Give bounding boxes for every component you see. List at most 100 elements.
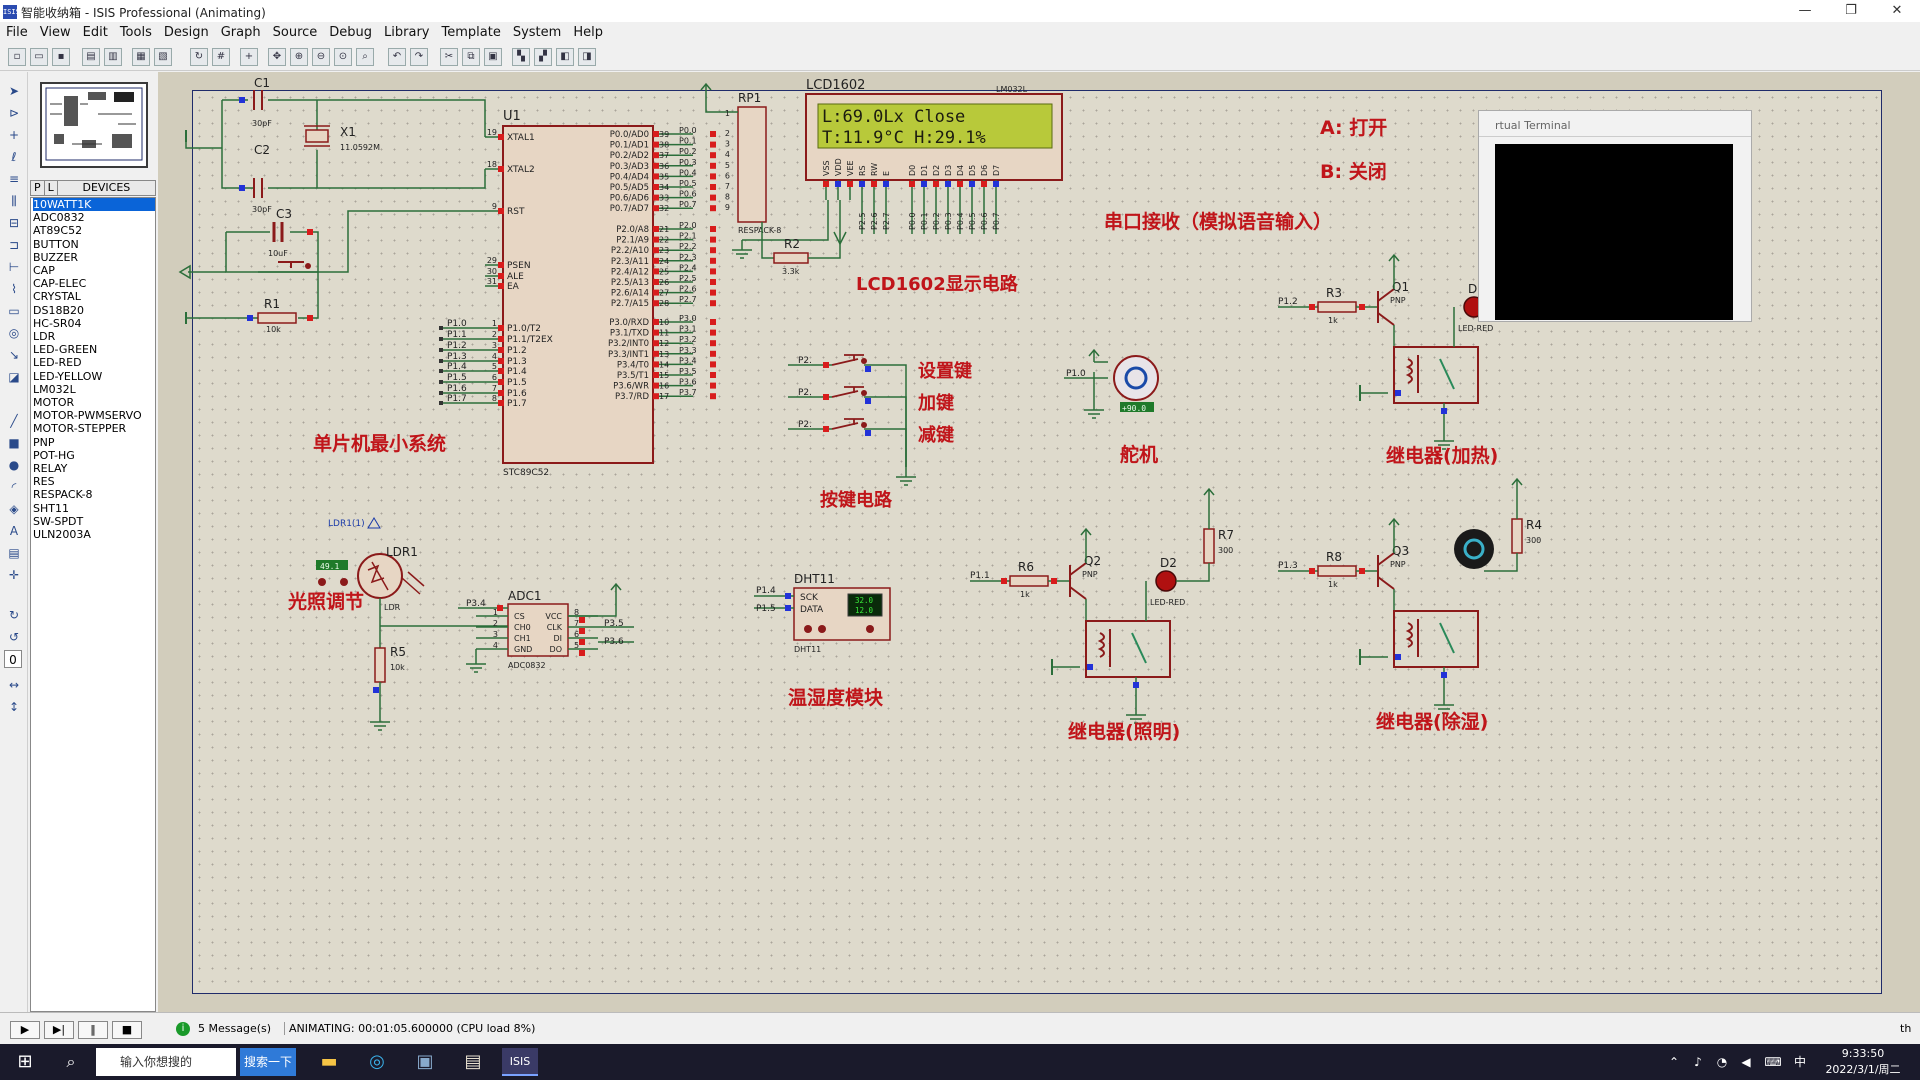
block-rotate-icon[interactable]: ◧ <box>556 48 574 66</box>
device-list-item[interactable]: ULN2003A <box>33 528 91 542</box>
print-icon[interactable]: ▦ <box>132 48 150 66</box>
menu-source[interactable]: Source <box>272 24 318 40</box>
subcircuit-icon[interactable]: ⊟ <box>8 216 20 230</box>
device-list-item[interactable]: HC-SR04 <box>33 316 82 330</box>
file-explorer-icon[interactable]: ▬ <box>320 1051 338 1072</box>
refresh-icon[interactable]: ↻ <box>190 48 208 66</box>
device-list-item[interactable]: SHT11 <box>33 501 69 515</box>
cut-icon[interactable]: ✂ <box>440 48 458 66</box>
instrument-icon[interactable]: ◪ <box>8 370 20 384</box>
browser-search-button[interactable]: 搜索一下 <box>240 1048 296 1076</box>
redo-icon[interactable]: ↷ <box>410 48 428 66</box>
device-list-item[interactable]: LED-YELLOW <box>33 369 103 383</box>
rotate-ccw-icon[interactable]: ↺ <box>8 630 20 644</box>
device-list-item[interactable]: CAP-ELEC <box>33 277 87 291</box>
circle-icon[interactable]: ● <box>8 458 20 472</box>
rotate-cw-icon[interactable]: ↻ <box>8 608 20 622</box>
schematic-drawing[interactable]: U1STC89C52XTAL119XTAL218RST9PSEN29ALE30E… <box>158 72 1920 1012</box>
restore-button[interactable]: ❐ <box>1845 3 1857 18</box>
play-button[interactable]: ▶ <box>10 1021 40 1039</box>
minimize-button[interactable]: — <box>1798 3 1812 18</box>
device-list-item[interactable]: RES <box>33 475 55 489</box>
path-icon[interactable]: ◈ <box>9 502 19 516</box>
tray-chevron-icon[interactable]: ⌃ <box>1668 1055 1680 1069</box>
origin-icon[interactable]: + <box>240 48 258 66</box>
block-move-icon[interactable]: ▞ <box>534 48 552 66</box>
symbol-icon[interactable]: ▤ <box>8 546 20 560</box>
browser-search-input[interactable]: 输入你想搜的 <box>96 1048 236 1076</box>
new-file-icon[interactable]: ▫ <box>8 48 26 66</box>
stop-button[interactable]: ■ <box>112 1021 142 1039</box>
zoom-in-icon[interactable]: ⊕ <box>290 48 308 66</box>
tab-pick-devices[interactable]: P <box>31 181 45 195</box>
document-app-icon[interactable]: ▤ <box>464 1051 482 1072</box>
device-list-item[interactable]: AT89C52 <box>33 224 83 238</box>
junction-icon[interactable]: + <box>8 128 20 142</box>
network-icon[interactable]: ◔ <box>1716 1055 1728 1069</box>
device-pin-icon[interactable]: ⊢ <box>8 260 20 274</box>
zoom-all-icon[interactable]: ⊙ <box>334 48 352 66</box>
terminal-icon[interactable]: ⊐ <box>8 238 20 252</box>
clock-time[interactable]: 9:33:50 <box>1841 1047 1885 1060</box>
menu-graph[interactable]: Graph <box>220 24 261 40</box>
microphone-icon[interactable]: ♪ <box>1694 1055 1702 1069</box>
menu-design[interactable]: Design <box>163 24 209 40</box>
isis-taskbar-button[interactable]: ISIS <box>502 1048 538 1076</box>
block-delete-icon[interactable]: ◨ <box>578 48 596 66</box>
box-icon[interactable]: ■ <box>8 436 20 450</box>
messages-count[interactable]: 5 Message(s) <box>198 1022 272 1035</box>
select-arrow-icon[interactable]: ➤ <box>8 84 20 98</box>
device-list-item[interactable]: MOTOR-STEPPER <box>33 422 127 436</box>
device-list-item[interactable]: LM032L <box>33 382 76 396</box>
menu-tools[interactable]: Tools <box>119 24 152 40</box>
undo-icon[interactable]: ↶ <box>388 48 406 66</box>
tape-recorder-icon[interactable]: ▭ <box>8 304 20 318</box>
line-icon[interactable]: ╱ <box>10 414 18 428</box>
app-window-icon[interactable]: ▣ <box>416 1051 434 1072</box>
zoom-out-icon[interactable]: ⊖ <box>312 48 330 66</box>
device-list-item[interactable]: BUZZER <box>33 250 79 264</box>
step-button[interactable]: ▶| <box>44 1021 74 1039</box>
device-list-item[interactable]: PNP <box>33 435 55 449</box>
menu-system[interactable]: System <box>512 24 562 40</box>
flip-vertical-icon[interactable]: ↕ <box>8 700 20 714</box>
import-icon[interactable]: ▤ <box>82 48 100 66</box>
ime-indicator[interactable]: 中 <box>1793 1055 1806 1069</box>
device-list-item[interactable]: MOTOR-PWMSERVO <box>33 409 142 423</box>
device-list-item[interactable]: 10WATT1K <box>33 198 155 212</box>
export-icon[interactable]: ▥ <box>104 48 122 66</box>
pause-button[interactable]: ‖ <box>78 1021 108 1039</box>
marker-icon[interactable]: ✛ <box>8 568 20 582</box>
device-list-item[interactable]: CAP <box>33 264 55 278</box>
probe-icon[interactable]: ↘ <box>8 348 20 362</box>
menu-template[interactable]: Template <box>441 24 501 40</box>
block-copy-icon[interactable]: ▚ <box>512 48 530 66</box>
overview-window[interactable] <box>40 82 148 168</box>
grid-icon[interactable]: # <box>212 48 230 66</box>
graph-icon[interactable]: ⌇ <box>11 282 17 296</box>
menu-edit[interactable]: Edit <box>82 24 108 40</box>
menu-library[interactable]: Library <box>384 24 430 40</box>
device-list-item[interactable]: LED-RED <box>33 356 82 370</box>
close-button[interactable]: ✕ <box>1891 3 1903 18</box>
device-list-item[interactable]: LED-GREEN <box>33 343 98 357</box>
device-list-item[interactable]: LDR <box>33 330 56 344</box>
generator-icon[interactable]: ◎ <box>8 326 20 340</box>
menu-file[interactable]: File <box>6 24 28 40</box>
text-script-icon[interactable]: ≡ <box>8 172 20 186</box>
print-area-icon[interactable]: ▧ <box>154 48 172 66</box>
device-list-item[interactable]: SW-SPDT <box>33 514 84 528</box>
save-icon[interactable]: ▪ <box>52 48 70 66</box>
windows-start-icon[interactable]: ⊞ <box>17 1051 33 1072</box>
device-list-item[interactable]: ADC0832 <box>33 211 85 225</box>
browser-icon[interactable]: ◎ <box>369 1051 385 1072</box>
volume-icon[interactable]: ◀ <box>1741 1055 1751 1069</box>
keyboard-icon[interactable]: ⌨ <box>1764 1055 1782 1069</box>
arc-icon[interactable]: ◜ <box>11 480 17 494</box>
menu-help[interactable]: Help <box>573 24 603 40</box>
device-list-item[interactable]: BUTTON <box>33 237 79 251</box>
menu-view[interactable]: View <box>39 24 71 40</box>
device-list-item[interactable]: CRYSTAL <box>33 290 81 304</box>
